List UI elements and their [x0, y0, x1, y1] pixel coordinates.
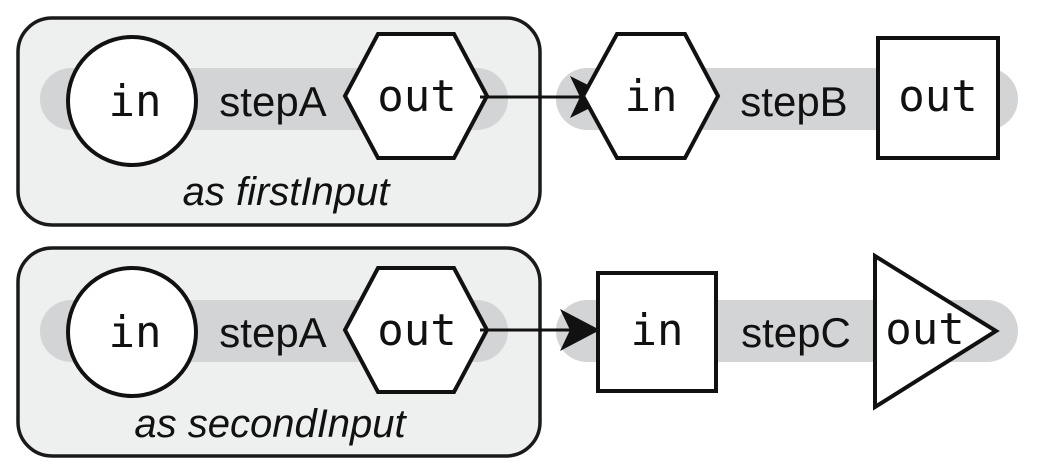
step-a-in-port-circle-2 [66, 266, 198, 398]
step-a-label-2: stepA [219, 309, 326, 356]
caption-first-input: as firstInput [183, 170, 392, 214]
step-b-out-label: out [898, 71, 977, 122]
step-b-in-label: in [625, 71, 678, 122]
arrowhead-to-step-c [560, 309, 600, 351]
step-c-out-port-triangle [873, 252, 1000, 411]
step-b-out-port-square [876, 36, 1000, 160]
step-a-label: stepA [219, 78, 326, 125]
caption-second-input: as secondInput [134, 402, 407, 446]
step-a-in-port-circle [66, 35, 198, 167]
step-a-out-label-2: out [377, 305, 456, 356]
row-first-input: in stepA out as firstInput in stepB out [16, 16, 1018, 227]
step-a-in-label-2: in [109, 307, 162, 358]
step-a-out-label: out [377, 71, 456, 122]
step-b-in-port-hexagon [580, 32, 721, 160]
step-a-in-label: in [109, 76, 162, 127]
step-c-out-label: out [885, 304, 964, 355]
step-b-label: stepB [740, 78, 847, 125]
step-c-label: stepC [741, 309, 851, 356]
step-c-in-label: in [631, 305, 684, 356]
step-c-in-port-square [596, 271, 718, 393]
row-second-input: in stepA out as secondInput in stepC out [16, 246, 1018, 458]
